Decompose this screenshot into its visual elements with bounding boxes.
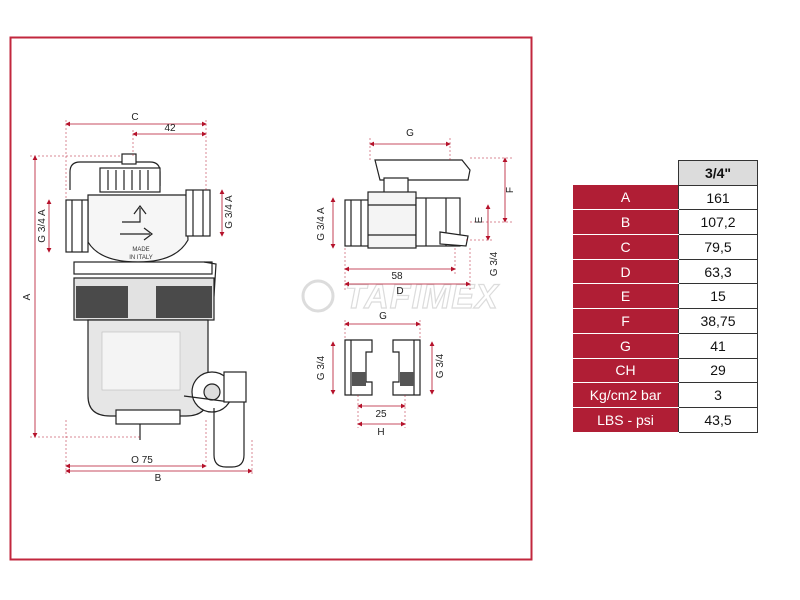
row-value: 3	[678, 382, 758, 408]
row-value: 107,2	[678, 209, 758, 236]
row-value: 43,5	[678, 406, 758, 433]
row-value: 63,3	[678, 258, 758, 285]
thread-right-label: G 3/4 A	[224, 195, 235, 229]
table-header-row: 3/4"	[573, 160, 758, 186]
side-dim-58-label: 58	[391, 271, 403, 282]
dim-a-label: A	[22, 293, 33, 300]
side-thread-right-label: G 3/4	[489, 251, 500, 276]
drawing-frame	[9, 36, 533, 561]
row-label: Kg/cm2 bar	[573, 382, 679, 408]
fittings-thread-left-label: G 3/4	[316, 355, 327, 380]
side-dim-e-label: E	[474, 216, 485, 223]
fittings-dim-25-label: 25	[375, 409, 387, 420]
row-value: 15	[678, 283, 758, 310]
row-label: F	[573, 308, 679, 334]
dim-b-label: B	[155, 473, 162, 484]
ball-valve-drawing	[344, 159, 471, 249]
fittings-drawing	[344, 339, 421, 396]
side-dim-g-label: G	[406, 128, 414, 139]
made-in-italy-line2: IN ITALY	[129, 255, 152, 261]
row-value: 41	[678, 332, 758, 359]
row-label: LBS - psi	[573, 407, 679, 433]
row-label: CH	[573, 358, 679, 384]
row-value: 161	[678, 184, 758, 211]
made-in-italy-line1: MADE	[132, 247, 149, 253]
row-value: 29	[678, 357, 758, 384]
row-value: 79,5	[678, 234, 758, 260]
side-dimensions: G G 3/4 A F E G 3/4 58 D	[316, 128, 516, 297]
row-label: G	[573, 333, 679, 359]
fittings-dim-g-label: G	[379, 311, 387, 322]
side-dim-d-label: D	[396, 286, 403, 297]
thread-left-label: G 3/4 A	[37, 209, 48, 243]
fittings-dimensions: G G 3/4 G 3/4 25 H	[316, 311, 446, 438]
table-header-size: 3/4"	[678, 160, 758, 186]
fittings-dim-h-label: H	[377, 427, 384, 438]
dim-c-label: C	[131, 112, 138, 123]
row-label: D	[573, 259, 679, 285]
row-label: A	[573, 185, 679, 211]
table-corner-cell	[573, 161, 679, 186]
filter-body-drawing: MADE IN ITALY	[65, 153, 247, 468]
main-dimensions: C 42 A G 3/4 A G 3/4 A O 75 B	[22, 112, 253, 484]
row-label: C	[573, 234, 679, 260]
row-label: B	[573, 209, 679, 236]
side-thread-left-label: G 3/4 A	[316, 207, 327, 241]
dim-diameter-label: O 75	[131, 455, 153, 466]
row-value: 38,75	[678, 308, 758, 334]
row-label: E	[573, 283, 679, 310]
dim-42-label: 42	[164, 123, 176, 134]
side-dim-f-label: F	[505, 187, 516, 193]
fittings-thread-right-label: G 3/4	[435, 353, 446, 378]
